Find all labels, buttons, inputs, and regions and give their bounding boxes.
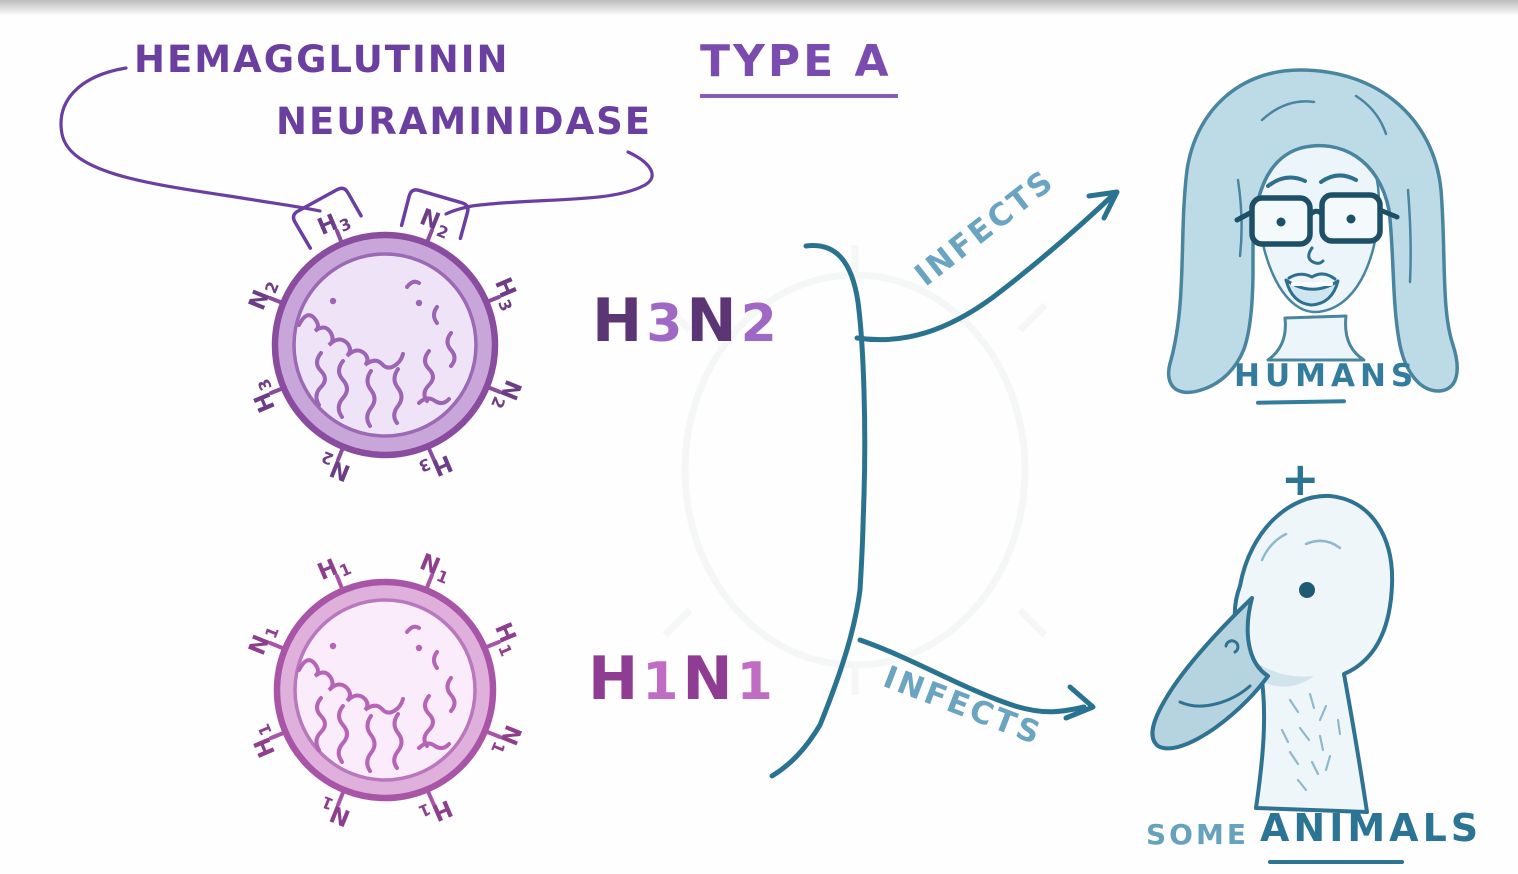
animals-underline <box>1268 860 1404 864</box>
strain-number: 3 <box>646 294 687 354</box>
strain-letter: N <box>686 286 741 356</box>
strain-title-h1n1: H1N1 <box>588 644 777 714</box>
h1n1-virus-illustration <box>268 573 502 807</box>
humans-label: HUMANS <box>1234 358 1419 394</box>
h3n2-virus-illustration <box>268 228 502 462</box>
strain-title-h3n2: H3N2 <box>592 286 781 356</box>
ghost-erased-sketch <box>662 245 1048 695</box>
strain-number: 1 <box>736 652 777 712</box>
plus-sign: + <box>1281 452 1320 506</box>
duck-illustration <box>1150 493 1395 814</box>
infects-arrow-bottom <box>857 637 1096 721</box>
protein-leader-lines <box>59 66 654 252</box>
strain-number: 2 <box>740 294 781 354</box>
top-gradient-bar <box>0 0 1518 16</box>
human-illustration <box>1166 68 1459 395</box>
hemagglutinin-label: HEMAGGLUTININ <box>134 38 510 81</box>
bracket-line <box>769 243 868 779</box>
strain-number: 1 <box>642 652 683 712</box>
some-label: SOME <box>1146 818 1249 851</box>
strain-letter: H <box>592 286 647 356</box>
infects-arrow-top <box>854 189 1120 343</box>
strain-letter: N <box>682 644 737 714</box>
strain-letter: H <box>588 644 643 714</box>
type-a-title: TYPE A <box>700 36 898 98</box>
animals-label: ANIMALS <box>1260 806 1483 850</box>
neuraminidase-label: NEURAMINIDASE <box>276 100 653 143</box>
